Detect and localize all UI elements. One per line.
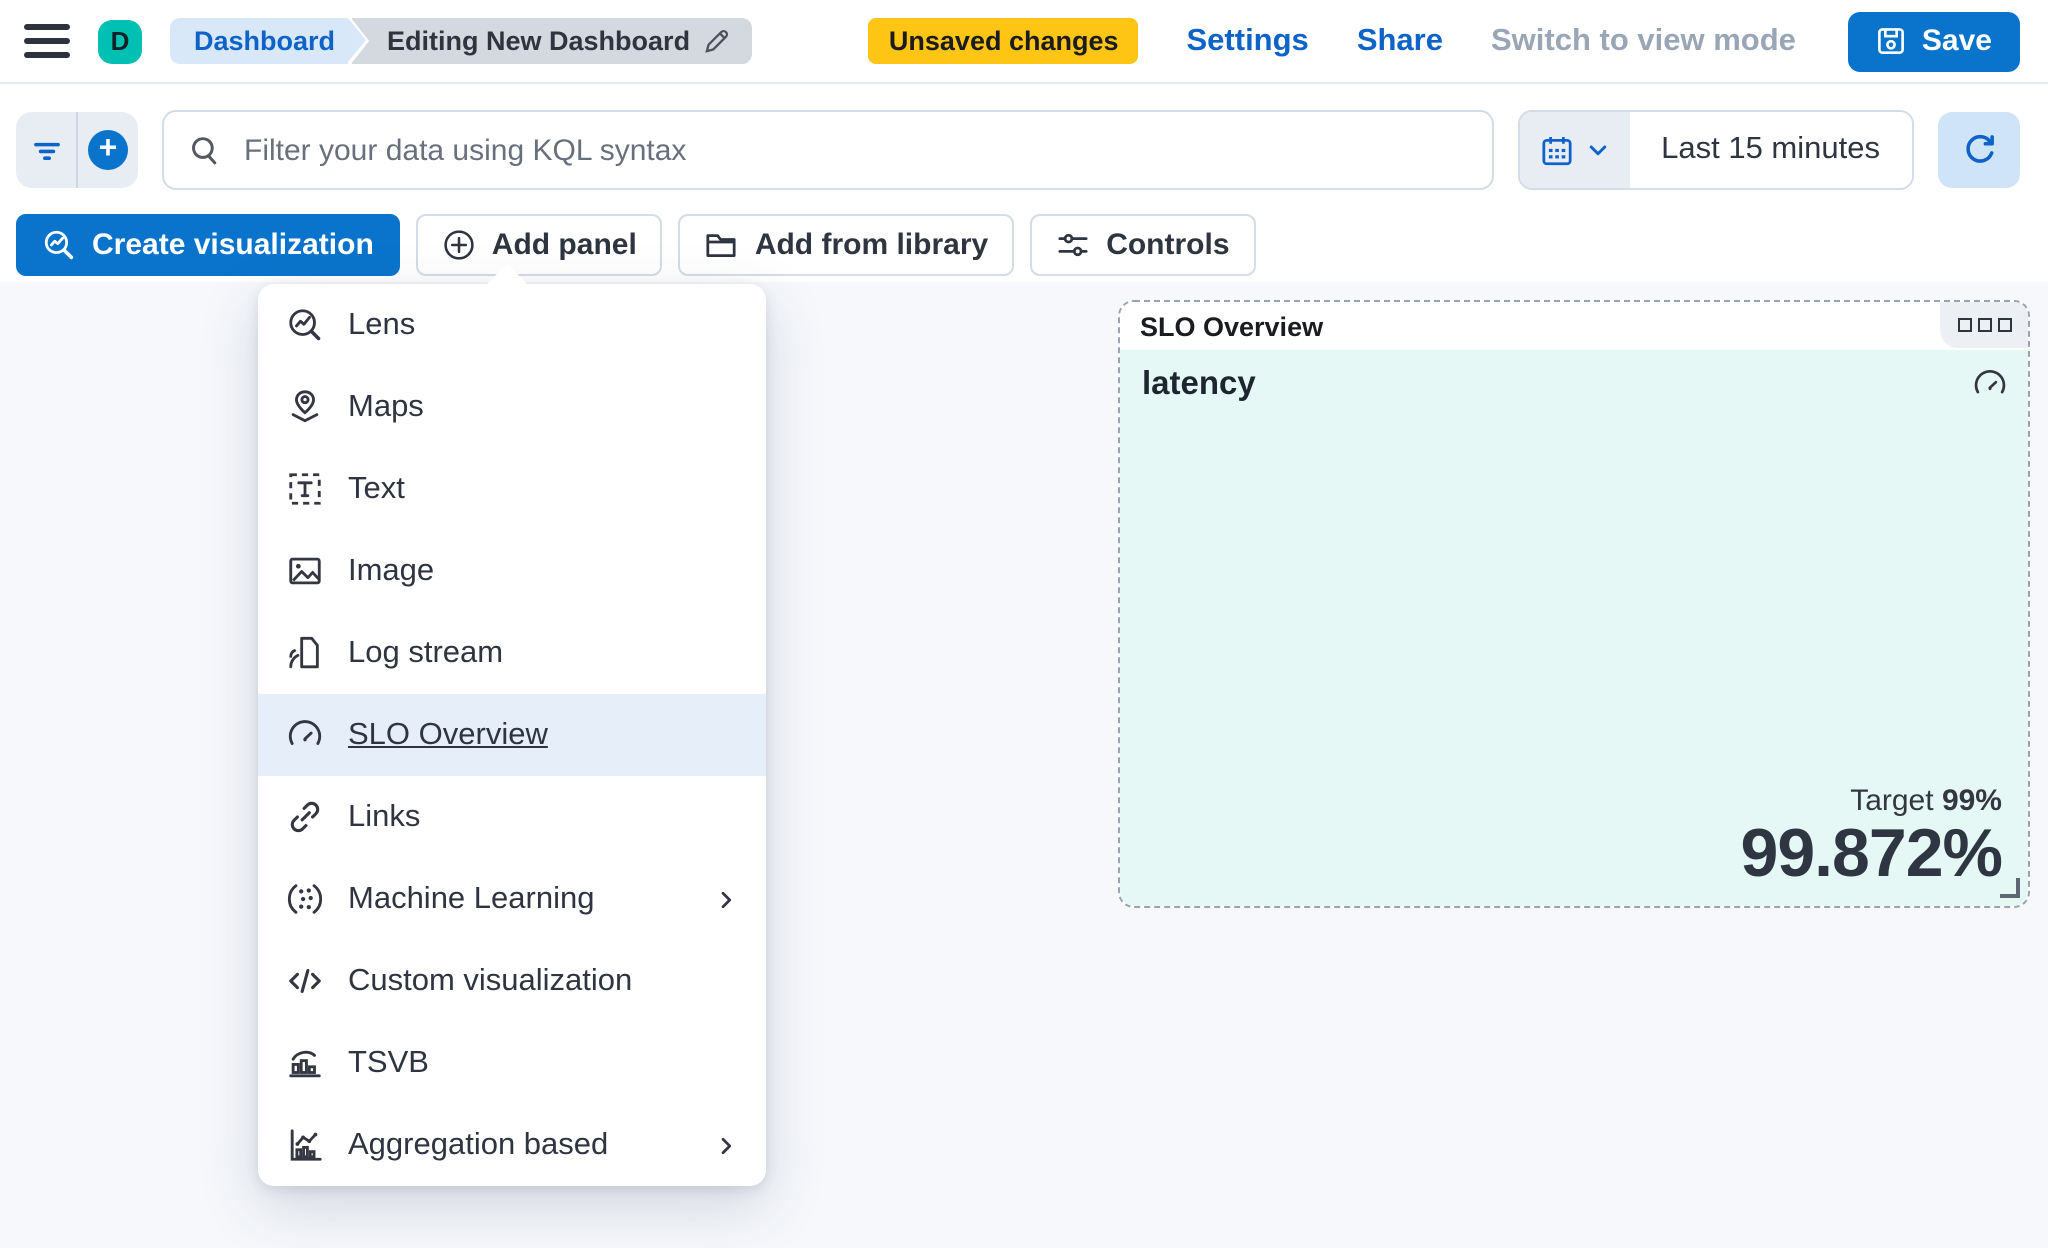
panel-title: SLO Overview: [1140, 311, 1324, 341]
log-stream-icon: [289, 636, 319, 669]
dashboard-toolbar: Create visualization Add panel Add from …: [0, 210, 2048, 294]
menu-item-tsvb[interactable]: TSVB: [258, 1022, 766, 1104]
unsaved-changes-badge: Unsaved changes: [868, 18, 1139, 64]
lens-icon: [289, 309, 321, 341]
switch-view-mode-link[interactable]: Switch to view mode: [1491, 23, 1796, 57]
breadcrumb: Dashboard Editing New Dashboard: [170, 18, 753, 64]
chevron-right-icon: [721, 1136, 732, 1154]
controls-button[interactable]: Controls: [1030, 214, 1256, 276]
top-header: D Dashboard Editing New Dashboard Unsave…: [0, 0, 2048, 84]
space-avatar[interactable]: D: [98, 19, 142, 63]
chevron-right-icon: [721, 890, 732, 908]
filter-icon-button[interactable]: [16, 112, 76, 188]
settings-link[interactable]: Settings: [1186, 23, 1309, 57]
image-icon: [289, 557, 321, 585]
add-panel-button[interactable]: Add panel: [415, 214, 663, 276]
menu-item-links[interactable]: Links: [258, 776, 766, 858]
panel-resize-handle[interactable]: [2000, 878, 2020, 898]
time-range-button[interactable]: Last 15 minutes: [1629, 112, 1912, 188]
menu-item-custom-visualization[interactable]: Custom visualization: [258, 940, 766, 1022]
panel-header: SLO Overview: [1120, 302, 2028, 350]
chevron-down-icon: [1588, 145, 1606, 156]
gauge-icon: [1974, 370, 2006, 394]
slo-overview-panel[interactable]: SLO Overview latency Target 99% 99.872%: [1118, 300, 2030, 908]
maps-icon: [291, 390, 319, 423]
lens-app-icon: [44, 230, 74, 260]
panel-options-icon: [1957, 318, 1971, 332]
breadcrumb-dashboard[interactable]: Dashboard: [170, 18, 366, 64]
calendar-icon: [1541, 135, 1571, 165]
menu-item-image[interactable]: Image: [258, 530, 766, 612]
menu-item-maps[interactable]: Maps: [258, 366, 766, 448]
code-icon: [289, 969, 321, 993]
filter-lines-icon: [33, 141, 59, 160]
kql-search-box: [162, 110, 1494, 190]
menu-item-log-stream[interactable]: Log stream: [258, 612, 766, 694]
refresh-icon: [1965, 134, 1993, 163]
plus-circle-icon: +: [88, 130, 128, 170]
edit-pencil-icon: [705, 29, 729, 53]
slo-panel-body: latency Target 99% 99.872%: [1120, 350, 2028, 906]
folder-icon: [707, 234, 737, 258]
slo-observed-value: 99.872%: [1740, 816, 2003, 893]
tsvb-chart-icon: [289, 1050, 321, 1078]
add-filter-button[interactable]: +: [78, 112, 138, 188]
filter-bar: + Last 15 minutes: [0, 84, 2048, 210]
create-visualization-button[interactable]: Create visualization: [16, 214, 400, 276]
slo-figures: Target 99% 99.872%: [1740, 784, 2003, 893]
slo-name: latency: [1142, 366, 1256, 402]
refresh-button[interactable]: [1938, 112, 2020, 188]
search-icon: [192, 136, 217, 164]
link-icon: [290, 801, 320, 833]
save-floppy-icon: [1877, 28, 1904, 54]
machine-learning-icon: [287, 884, 323, 914]
controls-sliders-icon: [1058, 233, 1088, 257]
menu-item-slo-overview[interactable]: SLO Overview: [258, 694, 766, 776]
menu-item-machine-learning[interactable]: Machine Learning: [258, 858, 766, 940]
gauge-icon: [288, 720, 322, 745]
slo-target: Target 99%: [1850, 784, 2002, 819]
add-panel-menu: Lens Maps Text Image Log stream: [258, 263, 766, 1186]
share-link[interactable]: Share: [1356, 23, 1443, 57]
menu-item-aggregation-based[interactable]: Aggregation based: [258, 1104, 766, 1186]
aggregation-chart-icon: [290, 1129, 322, 1161]
breadcrumb-current[interactable]: Editing New Dashboard: [351, 18, 753, 64]
text-icon: [289, 473, 321, 505]
time-picker: Last 15 minutes: [1517, 110, 1914, 190]
save-button[interactable]: Save: [1847, 11, 2020, 71]
add-from-library-button[interactable]: Add from library: [678, 214, 1015, 276]
kql-filter-input[interactable]: [240, 131, 1468, 169]
menu-item-lens[interactable]: Lens: [258, 284, 766, 366]
filter-button-group: +: [16, 112, 138, 188]
panel-options-button[interactable]: [1940, 302, 2028, 348]
time-picker-calendar-button[interactable]: [1519, 112, 1630, 188]
plus-in-circle-icon: [444, 230, 474, 260]
menu-hamburger-icon[interactable]: [24, 24, 70, 58]
menu-item-text[interactable]: Text: [258, 448, 766, 530]
